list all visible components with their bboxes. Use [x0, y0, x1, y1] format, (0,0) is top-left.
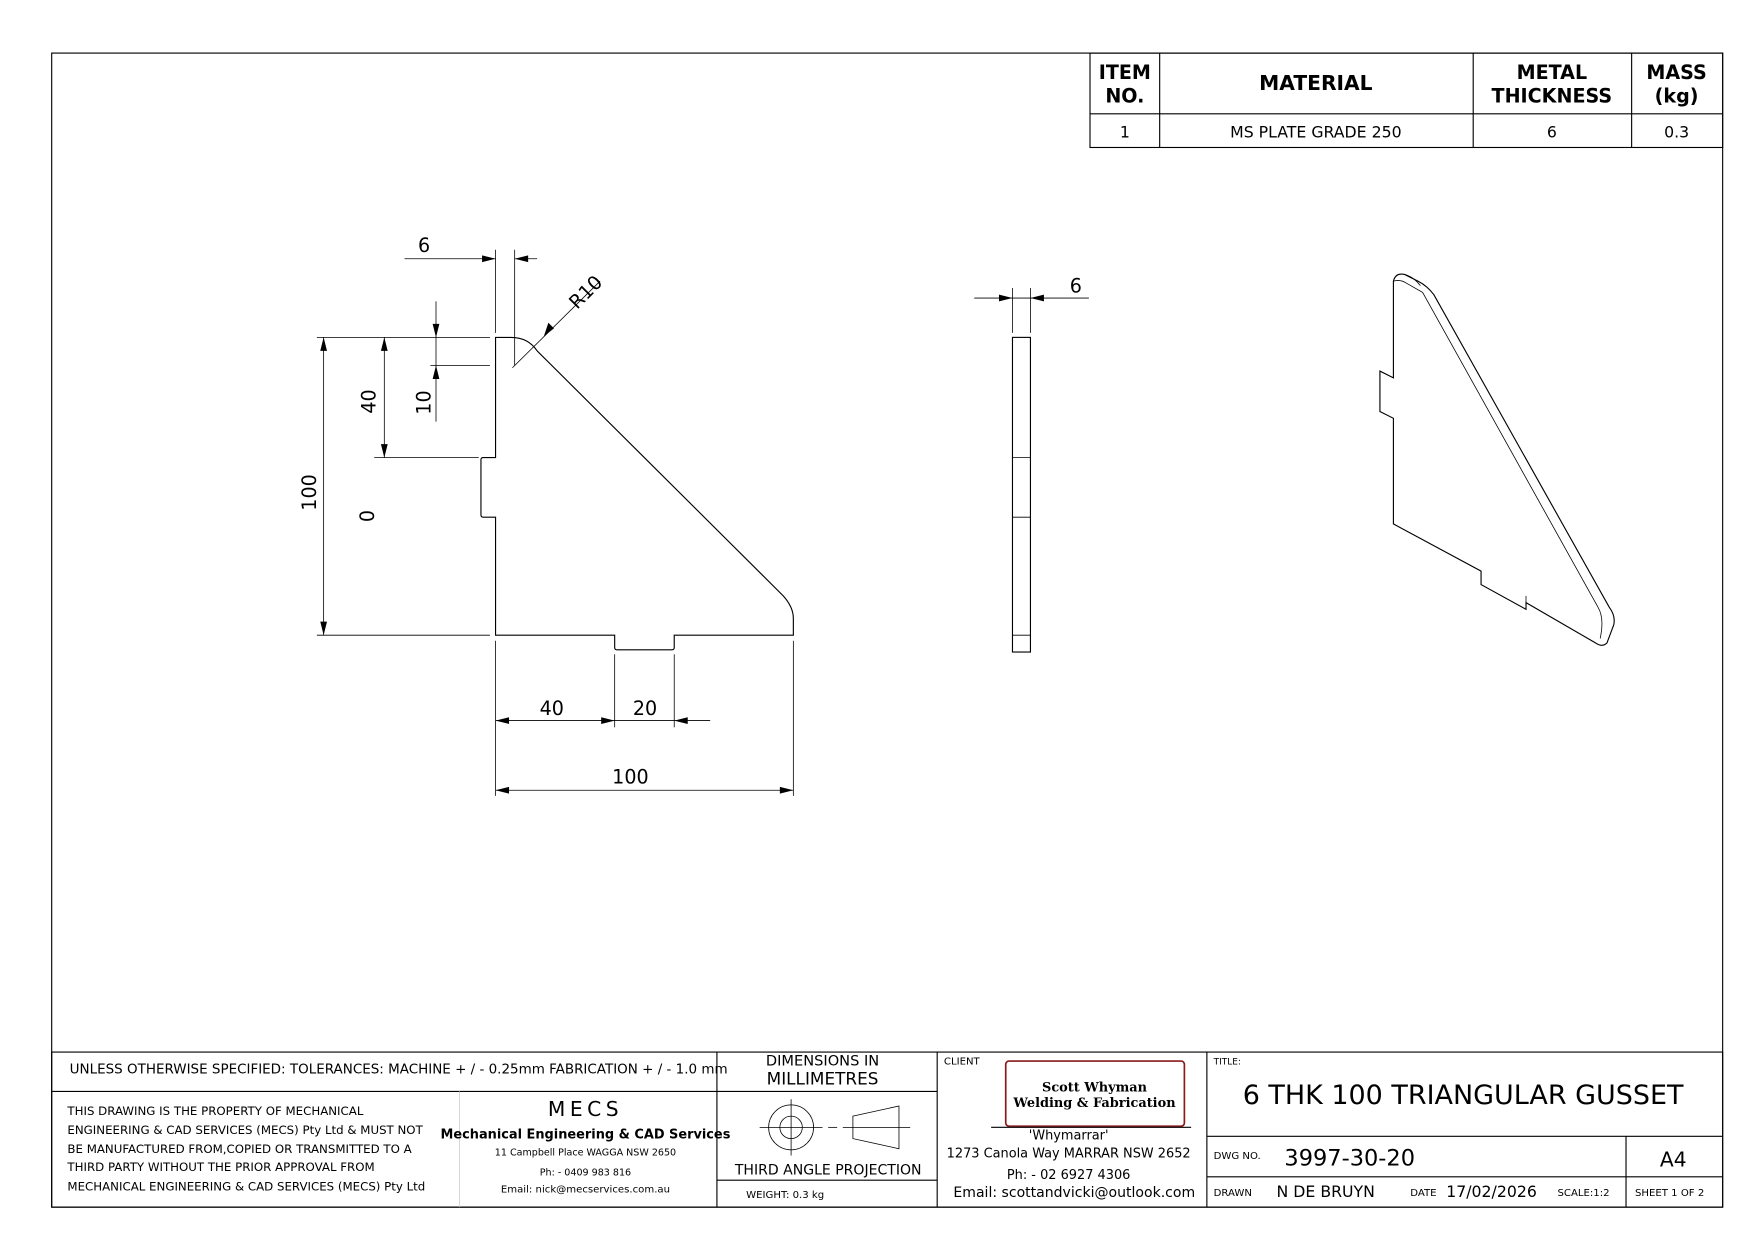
property-line: THIRD PARTY WITHOUT THE PRIOR APPROVAL F… — [66, 1160, 374, 1174]
property-line: MECHANICAL ENGINEERING & CAD SERVICES (M… — [67, 1179, 425, 1193]
company-phone: Ph: - 0409 983 816 — [540, 1168, 631, 1179]
cell-material: MS PLATE GRADE 250 — [1230, 122, 1401, 141]
mecs-logo: MECS — [548, 1097, 623, 1121]
dwg-no: 3997-30-20 — [1284, 1146, 1415, 1172]
property-line: ENGINEERING & CAD SERVICES (MECS) Pty Lt… — [67, 1123, 423, 1137]
projection-label: THIRD ANGLE PROJECTION — [734, 1163, 922, 1179]
company-name: Mechanical Engineering & CAD Services — [441, 1128, 731, 1143]
drawn-label: DRAWN — [1214, 1188, 1252, 1199]
dim-w100: 100 — [612, 766, 648, 789]
client-label: CLIENT — [944, 1056, 981, 1067]
header-mass: MASS — [1646, 61, 1706, 84]
company-address: 11 Campbell Place WAGGA NSW 2650 — [495, 1147, 676, 1158]
date: 17/02/2026 — [1446, 1182, 1537, 1201]
client-logo-line1: Scott Whyman — [1042, 1080, 1148, 1095]
sheet-number: SHEET 1 OF 2 — [1635, 1188, 1704, 1199]
units-label: DIMENSIONS IN — [766, 1053, 879, 1070]
title-block: UNLESS OTHERWISE SPECIFIED: TOLERANCES: … — [51, 1051, 1724, 1208]
sheet-border — [51, 52, 1724, 1208]
dim-top-6: 6 — [418, 234, 430, 257]
header-item-no-2: NO. — [1105, 85, 1144, 108]
dim-h40: 40 — [357, 389, 380, 413]
dwg-no-label: DWG NO. — [1214, 1151, 1261, 1162]
header-item-no: ITEM — [1099, 61, 1151, 84]
gusset-outline — [480, 336, 794, 651]
sheet-size: A4 — [1660, 1148, 1687, 1172]
side-view: 6 — [974, 274, 1089, 653]
header-thickness: METAL — [1517, 61, 1588, 84]
client-email: Email: scottandvicki@outlook.com — [953, 1185, 1195, 1201]
drawing-title: 6 THK 100 TRIANGULAR GUSSET — [1243, 1080, 1684, 1111]
header-mass-2: (kg) — [1655, 85, 1699, 108]
cell-item: 1 — [1120, 122, 1130, 141]
date-label: DATE — [1410, 1188, 1436, 1199]
company-email: Email: nick@mecservices.com.au — [501, 1185, 670, 1196]
property-line: THIS DRAWING IS THE PROPERTY OF MECHANIC… — [66, 1104, 363, 1118]
dim-h0: 0 — [356, 510, 379, 522]
drawn-by: N DE BRUYN — [1277, 1182, 1375, 1201]
header-thickness-2: THICKNESS — [1492, 85, 1613, 108]
header-material: MATERIAL — [1259, 71, 1373, 95]
units-value: MILLIMETRES — [767, 1069, 879, 1089]
third-angle-projection-icon — [759, 1099, 911, 1156]
dim-w40: 40 — [540, 697, 564, 720]
front-view: 6 R10 10 40 100 0 40 20 100 — [298, 234, 794, 796]
client-phone: Ph: - 02 6927 4306 — [1007, 1168, 1130, 1183]
property-line: BE MANUFACTURED FROM,COPIED OR TRANSMITT… — [67, 1142, 411, 1156]
bom-table: ITEM NO. MATERIAL METAL THICKNESS MASS (… — [1089, 52, 1724, 149]
client-property: 'Whymarrar' — [1029, 1129, 1109, 1144]
title-label: TITLE: — [1213, 1057, 1241, 1067]
isometric-view — [1379, 273, 1615, 646]
scale: SCALE:1:2 — [1557, 1188, 1609, 1199]
tolerances-note: UNLESS OTHERWISE SPECIFIED: TOLERANCES: … — [70, 1061, 728, 1077]
client-logo-line2: Welding & Fabrication — [1012, 1096, 1176, 1111]
client-logo — [1004, 1060, 1186, 1128]
cell-thickness: 6 — [1547, 122, 1557, 141]
dim-radius: R10 — [564, 271, 607, 314]
dim-thickness: 6 — [1070, 274, 1082, 297]
cell-mass: 0.3 — [1664, 122, 1689, 141]
dim-h100: 100 — [298, 474, 321, 510]
client-address: 1273 Canola Way MARRAR NSW 2652 — [947, 1147, 1191, 1162]
dim-w20: 20 — [633, 697, 657, 720]
dim-h10: 10 — [412, 390, 435, 414]
weight-label: WEIGHT: 0.3 kg — [746, 1190, 824, 1201]
